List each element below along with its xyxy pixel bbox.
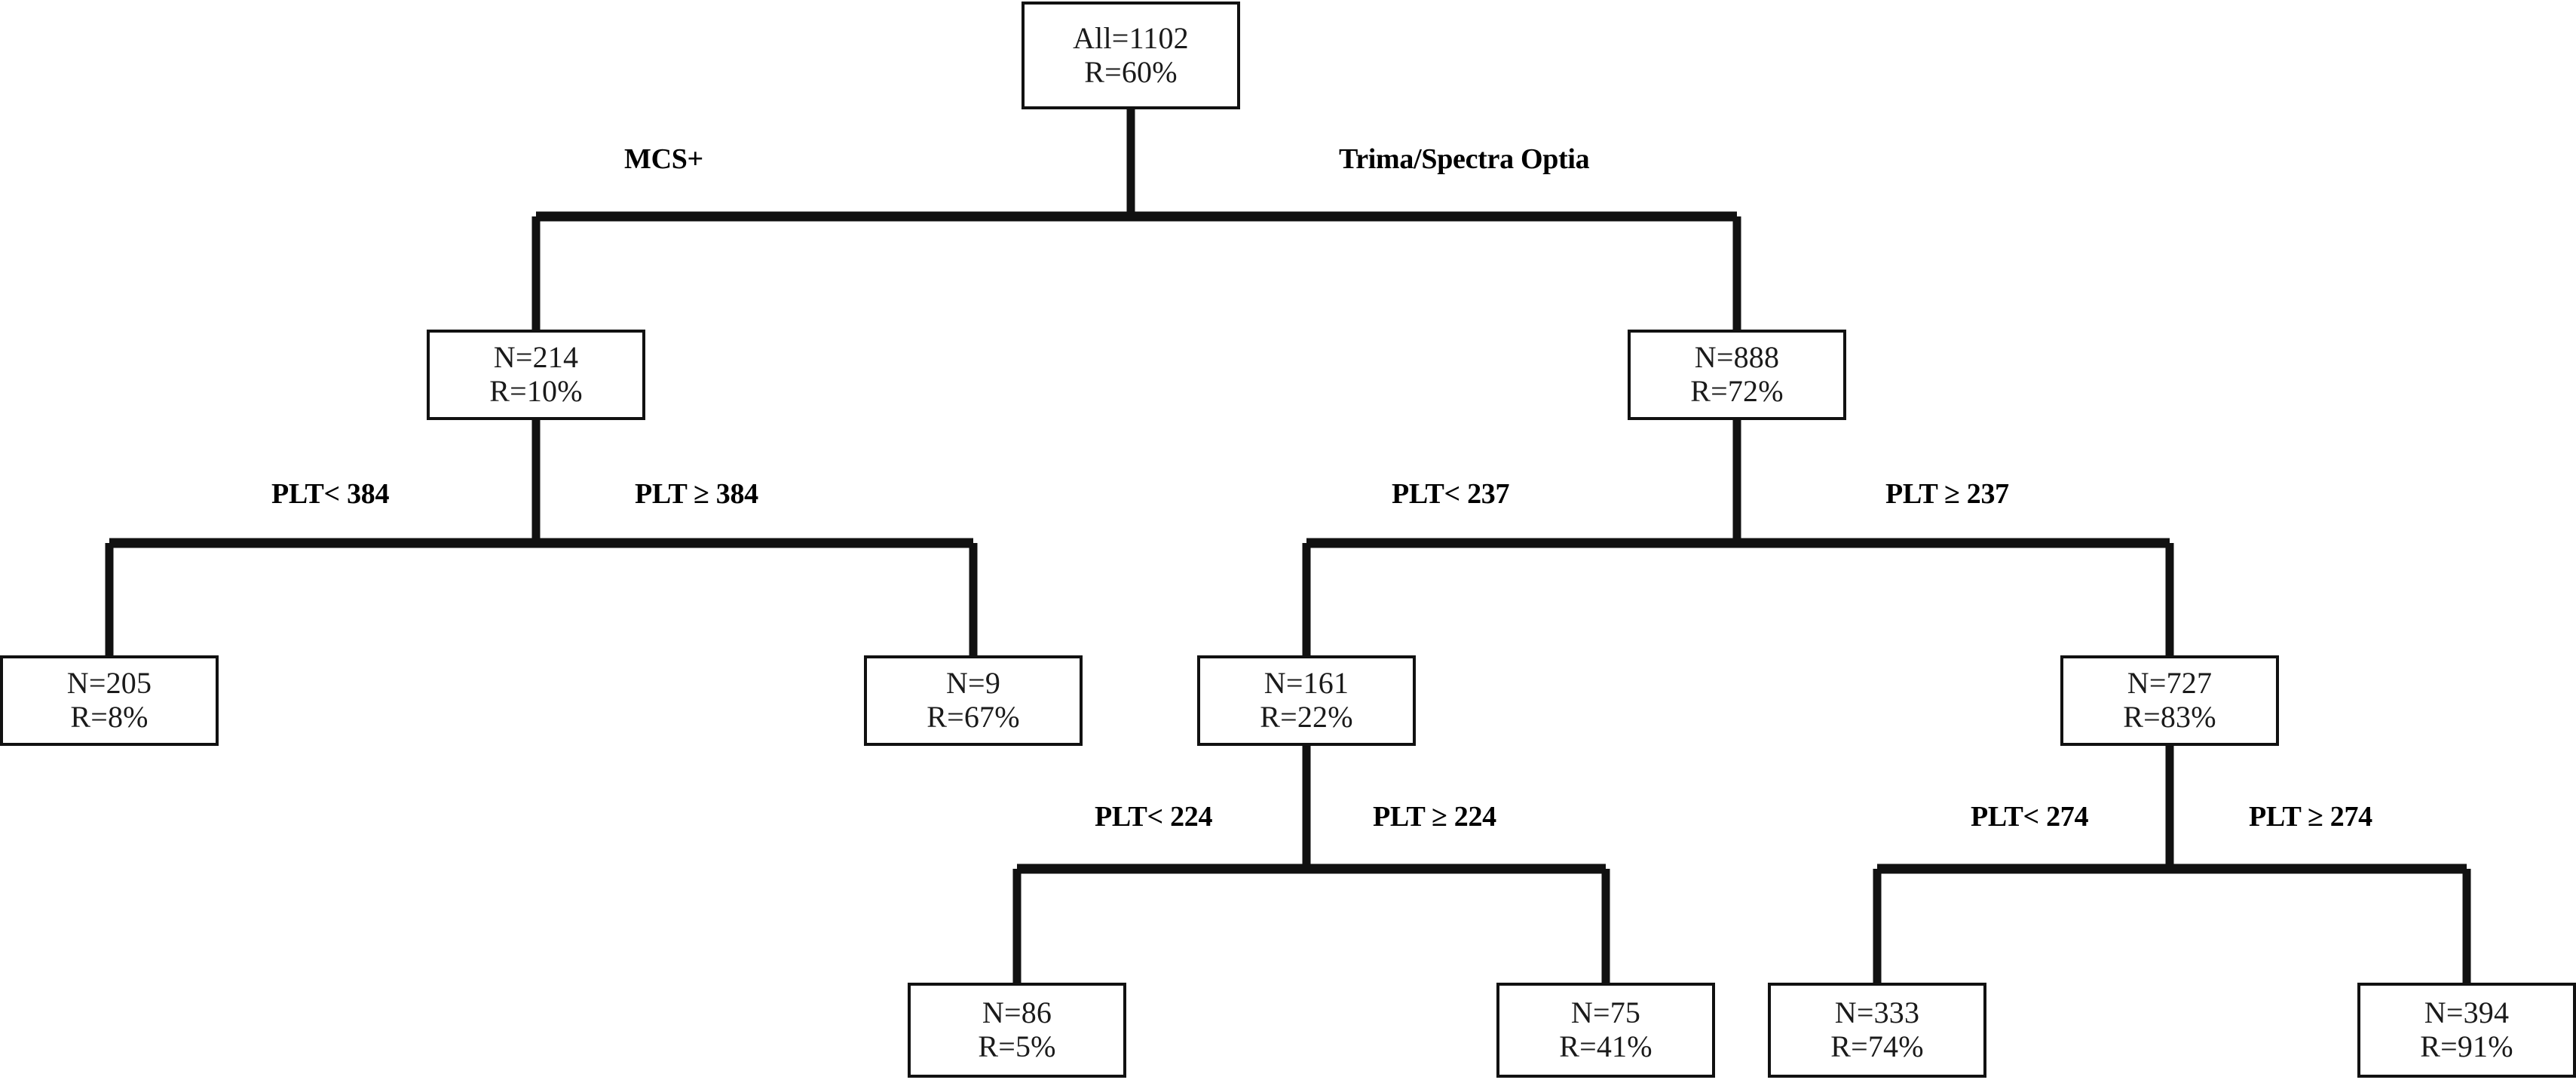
node-rate-lt274: R=74% xyxy=(1830,1029,1924,1063)
node-rate-ge224: R=41% xyxy=(1559,1029,1652,1063)
node-count-root: All=1102 xyxy=(1073,20,1189,55)
node-rate-mcs: R=10% xyxy=(489,374,583,408)
edge-label-trima-optia: Trima/Spectra Optia xyxy=(1339,143,1590,175)
node-rate-trima-ge237: R=83% xyxy=(2123,700,2216,734)
node-count-trima: N=888 xyxy=(1694,340,1780,375)
edge-label-plt-lt-384: PLT< 384 xyxy=(271,478,390,510)
edge-label-plt-ge-384: PLT ≥ 384 xyxy=(635,478,758,510)
edge-label-plt-ge-237: PLT ≥ 237 xyxy=(1885,478,2009,510)
node-count-mcs: N=214 xyxy=(493,340,579,375)
node-count-mcs-ge384: N=9 xyxy=(945,666,1001,701)
node-count-trima-lt237: N=161 xyxy=(1263,666,1349,701)
node-count-lt224: N=86 xyxy=(982,996,1052,1030)
node-rate-ge274: R=91% xyxy=(2420,1029,2513,1063)
edge-label-plt-ge-224: PLT ≥ 224 xyxy=(1373,801,1496,833)
node-rate-lt224: R=5% xyxy=(978,1029,1056,1063)
edge-label-plt-lt-237: PLT< 237 xyxy=(1392,478,1510,510)
edge-label-plt-lt-274: PLT< 274 xyxy=(1971,801,2089,833)
node-count-ge224: N=75 xyxy=(1570,996,1641,1030)
node-rate-mcs-ge384: R=67% xyxy=(927,700,1020,734)
node-rate-mcs-lt384: R=8% xyxy=(70,700,149,734)
node-count-ge274: N=394 xyxy=(2424,996,2510,1030)
node-rate-trima-lt237: R=22% xyxy=(1260,700,1353,734)
node-count-trima-ge237: N=727 xyxy=(2127,666,2213,701)
node-count-mcs-lt384: N=205 xyxy=(66,666,152,701)
edge-label-mcs-plus: MCS+ xyxy=(624,143,703,175)
node-count-lt274: N=333 xyxy=(1834,996,1920,1030)
edge-label-plt-ge-274: PLT ≥ 274 xyxy=(2249,801,2372,833)
node-rate-trima: R=72% xyxy=(1690,374,1784,408)
edge-label-plt-lt-224: PLT< 224 xyxy=(1095,801,1213,833)
node-rate-root: R=60% xyxy=(1084,54,1178,89)
